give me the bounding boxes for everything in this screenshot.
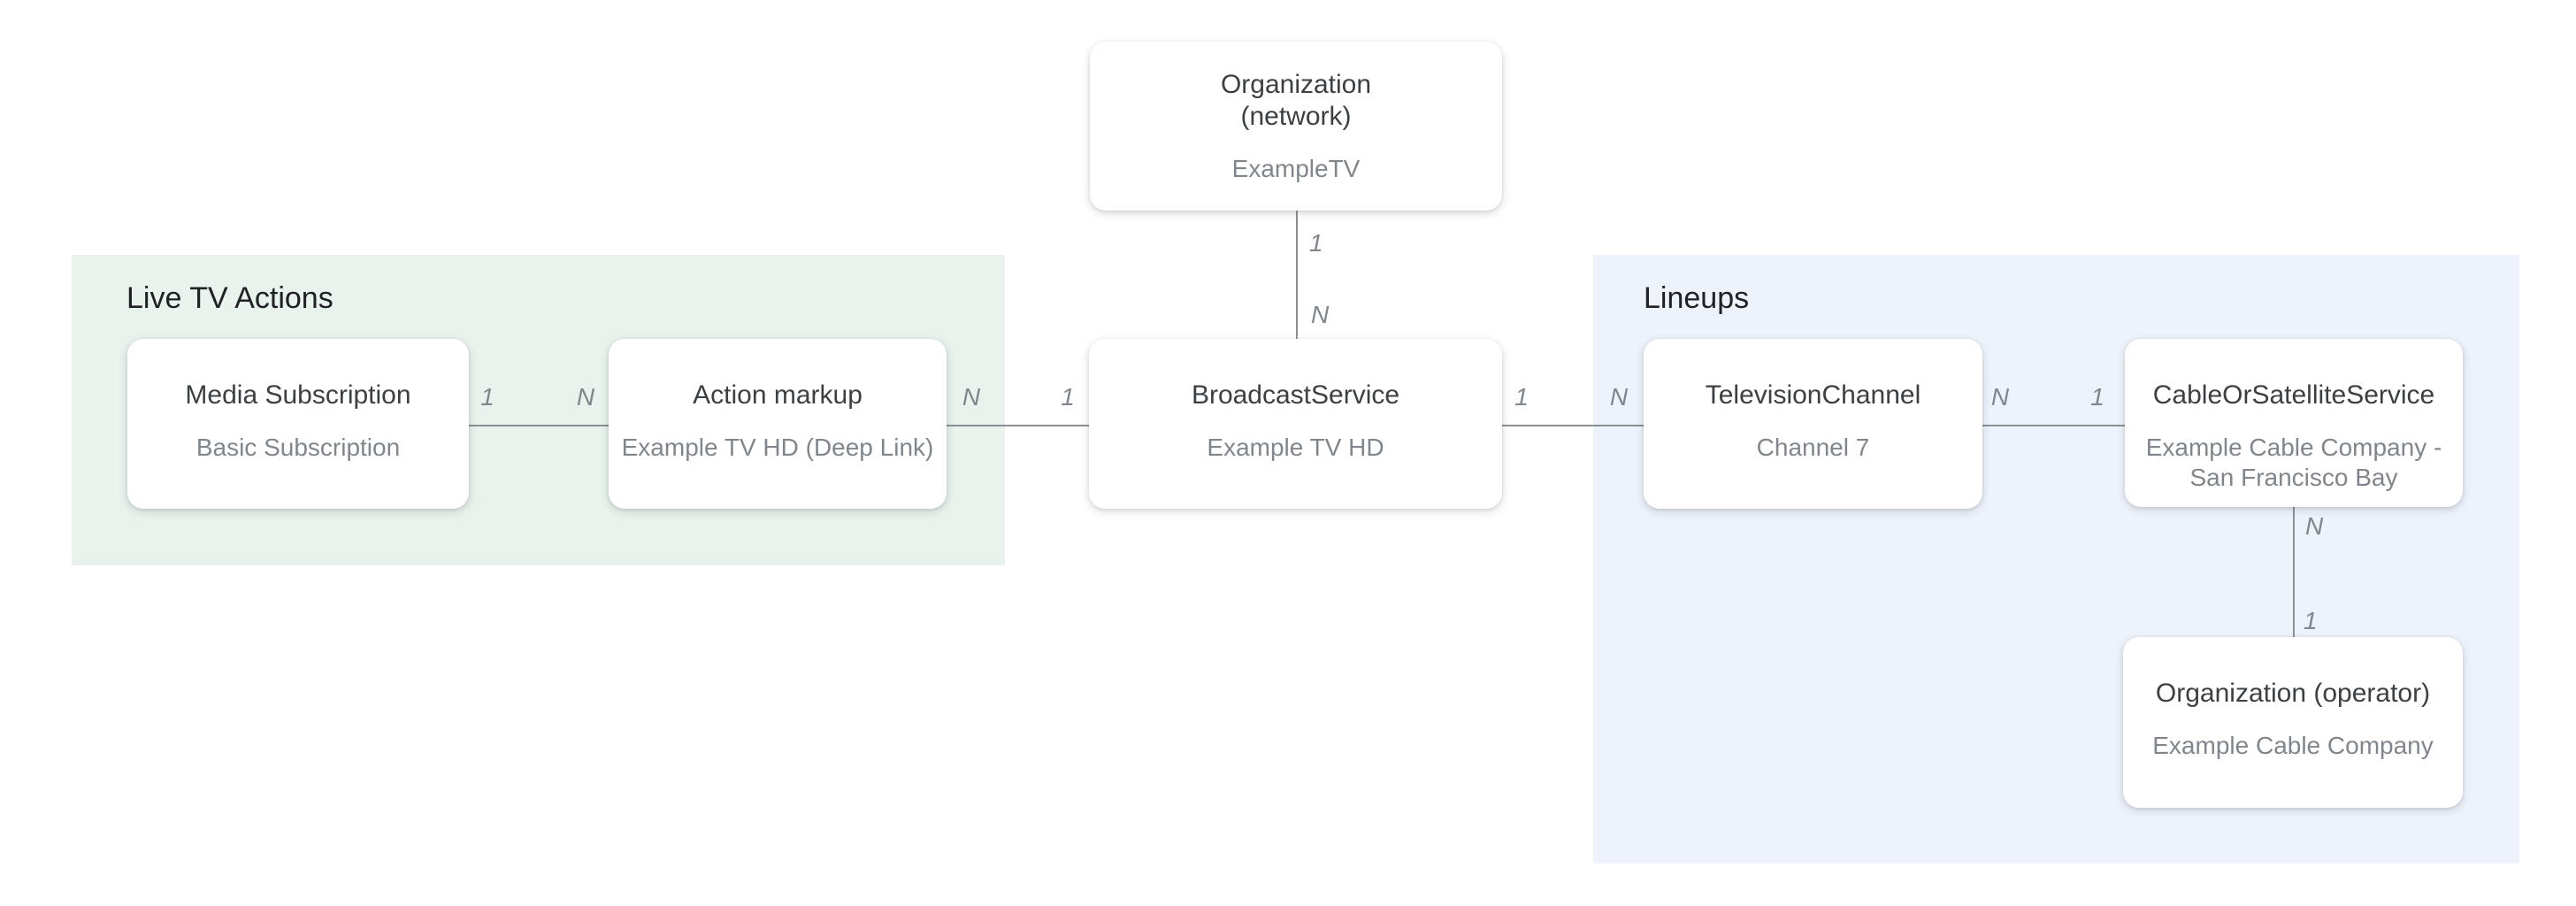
cardinality-label: N (576, 383, 595, 411)
entity-title: Action markup (693, 380, 862, 410)
cardinality-label: N (1311, 301, 1330, 328)
cardinality-label: N (2305, 512, 2324, 540)
entity-card-media-subscription: Media Subscription Basic Subscription (127, 339, 469, 509)
entity-card-cable-or-satellite-service: CableOrSatelliteService Example Cable Co… (2125, 339, 2463, 507)
entity-subtitle: Example Cable Company - San Francisco Ba… (2145, 434, 2442, 491)
cardinality-label: 1 (1061, 383, 1075, 411)
connector-organization-network-to-broadcast-service (1296, 210, 1298, 339)
entity-subtitle: Example TV HD (Deep Link) (621, 434, 934, 461)
entity-card-action-markup: Action markup Example TV HD (Deep Link) (609, 339, 947, 509)
entity-subtitle: Example TV HD (1207, 434, 1384, 461)
cardinality-label: N (1609, 383, 1629, 411)
cardinality-label: N (962, 383, 981, 411)
entity-title: TelevisionChannel (1705, 380, 1921, 410)
connector-broadcast-service-to-television-channel (1502, 425, 1644, 426)
entity-card-television-channel: TelevisionChannel Channel 7 (1644, 339, 1982, 509)
entity-card-broadcast-service: BroadcastService Example TV HD (1089, 339, 1502, 509)
entity-title: Media Subscription (185, 380, 411, 410)
entity-subtitle: ExampleTV (1231, 155, 1361, 182)
entity-card-organization-network: Organization (network) ExampleTV (1090, 42, 1502, 211)
cardinality-label: N (1990, 383, 2010, 411)
group-title-live-tv-actions: Live TV Actions (126, 281, 334, 315)
entity-title: Organization (network) (1220, 70, 1372, 131)
connector-media-subscription-to-action-markup (469, 425, 609, 426)
cardinality-label: 1 (2090, 383, 2104, 411)
connector-television-channel-to-cable-or-satellite-service (1982, 425, 2125, 426)
cardinality-label: 1 (1309, 229, 1323, 257)
connector-cable-or-satellite-service-to-organization-operator (2293, 507, 2295, 637)
entity-title: BroadcastService (1191, 380, 1400, 410)
entity-title: CableOrSatelliteService (2152, 380, 2435, 410)
entity-title: Organization (operator) (2155, 679, 2431, 708)
entity-card-organization-operator: Organization (operator) Example Cable Co… (2123, 637, 2463, 808)
entity-subtitle: Example Cable Company (2152, 732, 2434, 759)
entity-subtitle: Basic Subscription (196, 434, 401, 461)
cardinality-label: 1 (1514, 383, 1529, 411)
cardinality-label: 1 (480, 383, 494, 411)
connector-action-markup-to-broadcast-service (947, 425, 1089, 426)
cardinality-label: 1 (2304, 607, 2318, 634)
group-title-lineups: Lineups (1644, 281, 1750, 315)
entity-subtitle: Channel 7 (1756, 434, 1870, 461)
